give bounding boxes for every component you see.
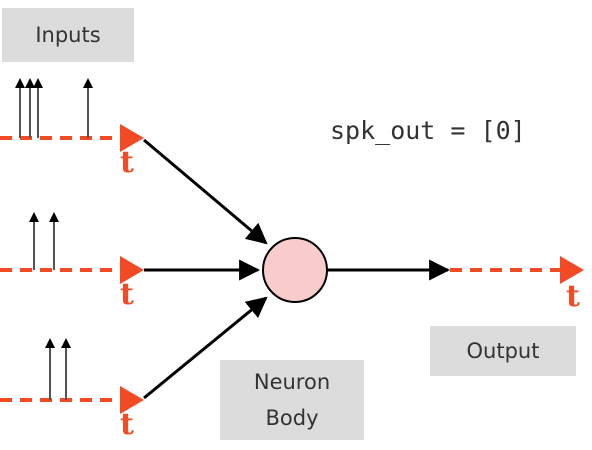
time-label: t xyxy=(120,277,134,312)
time-axis-arrowhead xyxy=(120,386,144,414)
time-axis-arrowhead xyxy=(120,124,144,152)
neuron-body-label: Neuron Body xyxy=(220,360,364,440)
time-label: t xyxy=(120,407,134,442)
neuron-body-circle xyxy=(262,237,328,303)
time-axis-arrowhead xyxy=(560,256,584,284)
time-axis-arrowhead xyxy=(120,256,144,284)
time-label: t xyxy=(566,279,580,314)
spk-out-text: spk_out = [0] xyxy=(330,116,526,145)
input-connection-arrow xyxy=(143,296,268,400)
output-spike-train: t xyxy=(450,256,584,314)
inputs-label: Inputs xyxy=(2,8,134,62)
input-spike-train-1: t xyxy=(0,78,144,180)
input-spike-train-2: t xyxy=(0,212,144,312)
output-label: Output xyxy=(430,326,576,376)
time-label: t xyxy=(120,145,134,180)
input-spike-train-3: t xyxy=(0,338,144,442)
input-connection-arrow xyxy=(143,138,268,245)
